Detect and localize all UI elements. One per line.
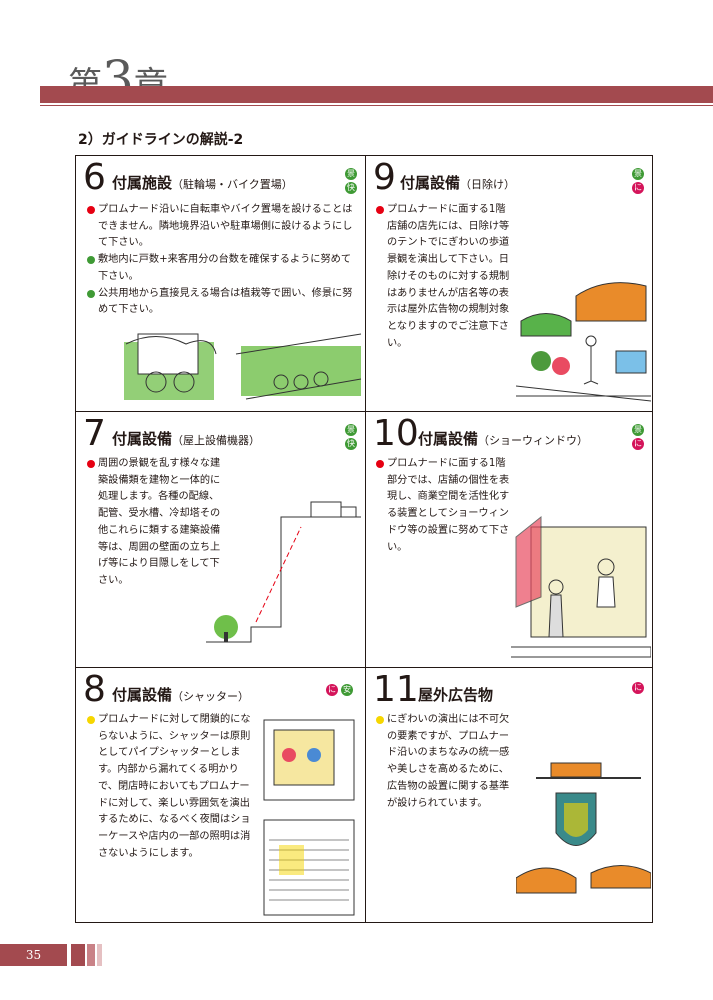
paragraph-text: にぎわいの演出には不可欠の要素ですが、プロムナード沿いのまちなみの統一感や美しさ… [387,714,510,809]
item-11: 11 屋外広告物 に にぎわいの演出には不可欠の要素ですが、プロムナード沿いのま… [366,668,654,922]
paragraph: にぎわいの演出には不可欠の要素ですが、プロムナード沿いのまちなみの統一感や美しさ… [376,712,516,812]
footer-tab [71,944,85,966]
badge-kei: 景 [345,424,357,436]
item-number: 7 [83,413,106,454]
item-heading: 屋外広告物 [418,684,493,705]
badge-kei: 景 [345,168,357,180]
bullet-green [87,256,95,265]
item-title: 付属施設 [112,174,173,192]
signboard-illustration [516,762,651,894]
badge-group: 景 に [632,168,644,194]
item-6: 6 付属施設（駐輪場・バイク置場） 景 快 プロムナード沿いに自転車やバイク置場… [76,156,365,411]
badge-group: に [632,682,644,694]
grid-divider-row1 [76,411,652,412]
page-number: 35 [0,944,67,966]
bullet-red [376,206,384,214]
footer-tab [97,944,102,966]
item-subtitle: （駐輪場・バイク置場） [172,178,293,191]
chapter-heading: 第3章 [68,50,168,108]
item-heading: 付属設備（屋上設備機器） [112,428,260,449]
badge-group: に 安 [326,684,353,696]
badge-an: 安 [341,684,353,696]
item-body: プロムナードに対して閉鎖的にならないように、シャッターは原則としてパイプシャッタ… [87,712,257,862]
item-title: 付属設備 [400,174,461,192]
paragraph: 敷地内に戸数+来客用分の台数を確保するように努めて下さい。 [87,252,359,285]
grid-divider-row2 [76,667,652,668]
footer-tab [87,944,95,966]
item-heading: 付属設備（日除け） [400,172,515,193]
shutter-illustration [263,719,355,916]
paragraph-text: プロムナードに対して閉鎖的にならないように、シャッターは原則としてパイプシャッタ… [98,714,251,859]
paragraph: プロムナードに面する1階店舗の店先には、日除け等のテントでにぎわいの歩道景観を演… [376,202,511,352]
badge-kai: 快 [345,182,357,194]
item-10: 10 付属設備（ショーウィンドウ） 景 に プロムナードに面する1階部分では、店… [366,412,654,667]
bullet-red [87,206,95,214]
badge-kei: 景 [632,424,644,436]
paragraph-text: プロムナードに面する1階部分では、店舗の個性を表現し、商業空間を活性化する装置と… [387,458,510,553]
item-body: 周囲の景観を乱す様々な建築設備類を建物と一体的に処理します。各種の配線、配管、受… [87,456,222,590]
paragraph-text: プロムナードに面する1階店舗の店先には、日除け等のテントでにぎわいの歩道景観を演… [387,204,510,349]
badge-kei: 景 [632,168,644,180]
item-number: 9 [373,157,396,198]
awning-illustration [516,282,651,402]
badge-ni: に [632,682,644,694]
item-9: 9 付属設備（日除け） 景 に プロムナードに面する1階店舗の店先には、日除け等… [366,156,654,411]
show-window-illustration [511,515,651,658]
paragraph-text: 周囲の景観を乱す様々な建築設備類を建物と一体的に処理します。各種の配線、配管、受… [98,458,221,586]
paragraph: 公共用地から直接見える場合は植栽等で囲い、修景に努めて下さい。 [87,286,359,319]
grid-divider-vertical [365,156,366,922]
badge-group: 景 快 [345,424,357,450]
item-title: 付属設備 [112,430,173,448]
bullet-green [87,289,95,298]
item-title: 付属設備 [112,686,173,704]
item-8: 8 付属設備（シャッター） に 安 プロムナードに対して閉鎖的にならないように、… [76,668,365,922]
item-subtitle: （ショーウィンドウ） [478,434,589,447]
item-title: 付属設備 [418,430,479,448]
item-7: 7 付属設備（屋上設備機器） 景 快 周囲の景観を乱す様々な建築設備類を建物と一… [76,412,365,667]
paragraph-text: 敷地内に戸数+来客用分の台数を確保するように努めて下さい。 [98,254,352,282]
item-title: 屋外広告物 [418,686,494,704]
item-subtitle: （シャッター） [172,690,250,703]
item-subtitle: （日除け） [460,178,516,191]
bike-parking-illustration [124,333,362,400]
paragraph-text: プロムナード沿いに自転車やバイク置場を設けることはできません。隣地境界沿いや駐車… [98,204,353,249]
bullet-red [376,460,384,468]
badge-group: 景 快 [345,168,357,194]
section-subtitle: 2）ガイドラインの解説-2 [78,132,244,148]
header-rule [40,105,713,106]
item-body: プロムナード沿いに自転車やバイク置場を設けることはできません。隣地境界沿いや駐車… [87,202,359,319]
paragraph: プロムナード沿いに自転車やバイク置場を設けることはできません。隣地境界沿いや駐車… [87,202,359,252]
item-number: 11 [373,669,419,710]
badge-ni: に [632,182,644,194]
bullet-yellow [376,716,384,724]
item-number: 6 [83,157,106,198]
paragraph: プロムナードに面する1階部分では、店舗の個性を表現し、商業空間を活性化する装置と… [376,456,511,556]
guideline-grid: 6 付属施設（駐輪場・バイク置場） 景 快 プロムナード沿いに自転車やバイク置場… [75,155,653,923]
badge-ni: に [632,438,644,450]
bullet-red [87,460,95,468]
header-band [40,86,713,103]
item-heading: 付属施設（駐輪場・バイク置場） [112,172,293,193]
paragraph: プロムナードに対して閉鎖的にならないように、シャッターは原則としてパイプシャッタ… [87,712,257,862]
item-body: プロムナードに面する1階部分では、店舗の個性を表現し、商業空間を活性化する装置と… [376,456,511,556]
item-number: 10 [373,413,419,454]
badge-group: 景 に [632,424,644,450]
badge-ni: に [326,684,338,696]
paragraph: 周囲の景観を乱す様々な建築設備類を建物と一体的に処理します。各種の配線、配管、受… [87,456,222,590]
item-body: にぎわいの演出には不可欠の要素ですが、プロムナード沿いのまちなみの統一感や美しさ… [376,712,516,812]
item-number: 8 [83,669,106,710]
badge-kai: 快 [345,438,357,450]
item-body: プロムナードに面する1階店舗の店先には、日除け等のテントでにぎわいの歩道景観を演… [376,202,511,352]
item-heading: 付属設備（シャッター） [112,684,249,705]
bullet-yellow [87,716,95,724]
rooftop-equipment-illustration [206,501,361,643]
paragraph-text: 公共用地から直接見える場合は植栽等で囲い、修景に努めて下さい。 [98,287,353,316]
item-heading: 付属設備（ショーウィンドウ） [418,428,588,449]
item-subtitle: （屋上設備機器） [172,434,261,447]
